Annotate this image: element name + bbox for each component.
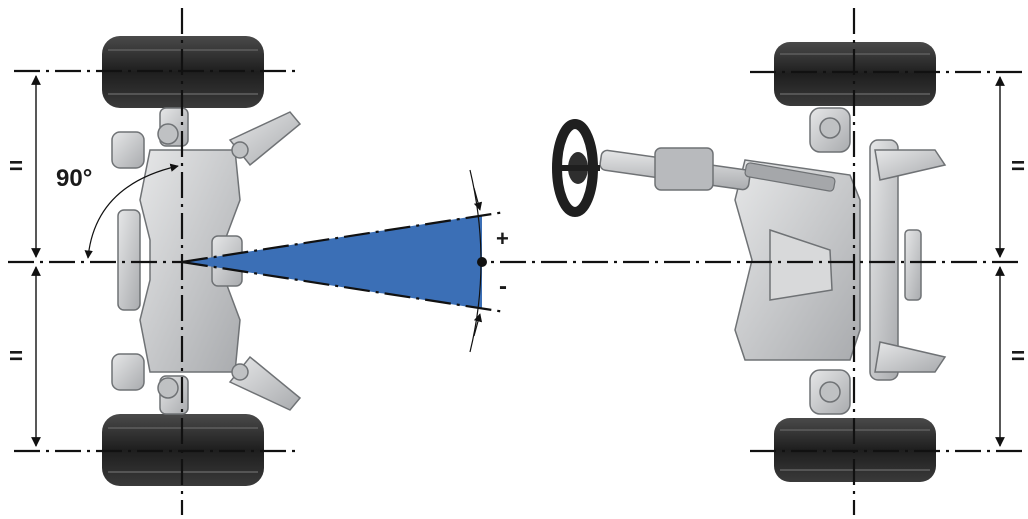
front-lower-equal-label: = xyxy=(1011,343,1025,370)
toe-angle-wedge xyxy=(181,169,506,353)
steering-column xyxy=(599,147,836,192)
front-upper-equal-label: = xyxy=(1011,153,1025,180)
toe-pivot-dot xyxy=(477,257,487,267)
rear-upper-equal-label: = xyxy=(9,153,23,180)
steering-wheel-icon xyxy=(552,119,600,217)
toe-plus-label: + xyxy=(496,226,509,251)
right-angle-label: 90° xyxy=(56,165,92,192)
dimension-lines xyxy=(31,75,1005,447)
toe-minus-label: - xyxy=(499,273,507,300)
front-subframe xyxy=(734,107,947,415)
centerlines xyxy=(8,8,1022,515)
rear-lower-equal-label: = xyxy=(9,343,23,370)
right-angle-arc xyxy=(84,163,179,259)
